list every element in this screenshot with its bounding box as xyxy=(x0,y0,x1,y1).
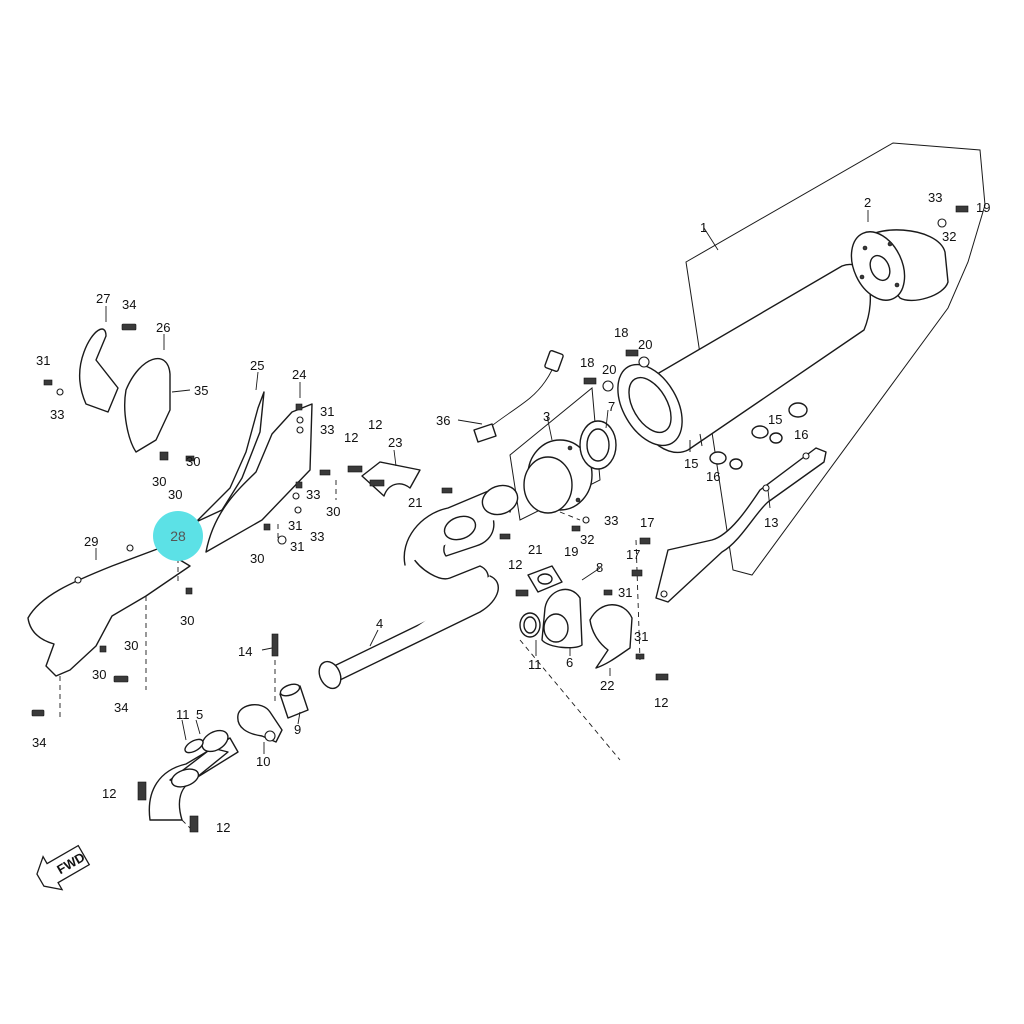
callout-31[interactable]: 31 xyxy=(618,585,632,600)
callout-6[interactable]: 6 xyxy=(566,655,573,670)
callout-30[interactable]: 30 xyxy=(168,487,182,502)
callout-30[interactable]: 30 xyxy=(124,638,138,653)
callout-33[interactable]: 33 xyxy=(928,190,942,205)
callout-4[interactable]: 4 xyxy=(376,616,383,631)
callout-24[interactable]: 24 xyxy=(292,367,306,382)
callout-22[interactable]: 22 xyxy=(600,678,614,693)
heat-shield-right-part[interactable] xyxy=(589,604,633,669)
header-pipe-part[interactable] xyxy=(315,481,522,692)
seal-ring-rear-part[interactable] xyxy=(183,737,205,756)
callout-12[interactable]: 12 xyxy=(654,695,668,710)
callout-16[interactable]: 16 xyxy=(706,469,720,484)
callout-33[interactable]: 33 xyxy=(604,513,618,528)
callout-36[interactable]: 36 xyxy=(436,413,450,428)
callout-9[interactable]: 9 xyxy=(294,722,301,737)
callout-18[interactable]: 18 xyxy=(614,325,628,340)
leader-lines xyxy=(95,210,869,754)
flange-part[interactable] xyxy=(541,588,583,649)
callout-32[interactable]: 32 xyxy=(580,532,594,547)
callout-11[interactable]: 11 xyxy=(176,707,190,722)
callout-33[interactable]: 33 xyxy=(310,529,324,544)
callout-29[interactable]: 29 xyxy=(84,534,98,549)
o2-sensor-part[interactable] xyxy=(473,350,564,443)
callout-33[interactable]: 33 xyxy=(320,422,334,437)
callout-12[interactable]: 12 xyxy=(102,786,116,801)
muffler-part[interactable] xyxy=(605,142,986,576)
callout-30[interactable]: 30 xyxy=(92,667,106,682)
callout-27[interactable]: 27 xyxy=(96,291,110,306)
callout-12[interactable]: 12 xyxy=(368,417,382,432)
callout-30[interactable]: 30 xyxy=(180,613,194,628)
heat-shield-guard-part[interactable] xyxy=(79,328,119,413)
heat-shield-upper-part[interactable] xyxy=(195,391,265,523)
end-cap-part[interactable] xyxy=(841,223,949,309)
callout-11[interactable]: 11 xyxy=(528,657,542,672)
callout-12[interactable]: 12 xyxy=(508,557,522,572)
callout-34[interactable]: 34 xyxy=(122,297,136,312)
callout-33[interactable]: 33 xyxy=(306,487,320,502)
flange-plate-part[interactable] xyxy=(527,565,563,593)
callout-20[interactable]: 20 xyxy=(638,337,652,352)
callout-34[interactable]: 34 xyxy=(32,735,46,750)
callout-17[interactable]: 17 xyxy=(626,547,640,562)
callout-7[interactable]: 7 xyxy=(608,399,615,414)
gasket-part[interactable] xyxy=(579,420,617,470)
callout-23[interactable]: 23 xyxy=(388,435,402,450)
highlighted-callout-28[interactable]: 28 xyxy=(153,511,203,561)
callout-17[interactable]: 17 xyxy=(640,515,654,530)
callout-31[interactable]: 31 xyxy=(36,353,50,368)
callout-20[interactable]: 20 xyxy=(602,362,616,377)
callout-25[interactable]: 25 xyxy=(250,358,264,373)
callout-35[interactable]: 35 xyxy=(194,383,208,398)
highlight-circle xyxy=(153,511,203,561)
connector-pipe-part[interactable] xyxy=(509,387,601,521)
callout-30[interactable]: 30 xyxy=(152,474,166,489)
callout-32[interactable]: 32 xyxy=(942,229,956,244)
callout-labels: 1 2 33 19 32 18 20 18 20 36 3 7 15 16 15… xyxy=(32,190,990,835)
callout-16[interactable]: 16 xyxy=(794,427,808,442)
callout-12[interactable]: 12 xyxy=(344,430,358,445)
callout-26[interactable]: 26 xyxy=(156,320,170,335)
callout-8[interactable]: 8 xyxy=(596,560,603,575)
callout-12[interactable]: 12 xyxy=(216,820,230,835)
callout-30[interactable]: 30 xyxy=(250,551,264,566)
muffler-bracket-part[interactable] xyxy=(655,447,827,603)
callout-21[interactable]: 21 xyxy=(528,542,542,557)
fasteners xyxy=(31,205,969,833)
heat-shield-lower-part[interactable] xyxy=(27,544,191,677)
heat-shield-cover-part[interactable] xyxy=(124,357,171,453)
callout-13[interactable]: 13 xyxy=(764,515,778,530)
sleeve-part[interactable] xyxy=(279,682,309,719)
fwd-direction-arrow: FWD xyxy=(36,844,91,891)
callout-5[interactable]: 5 xyxy=(196,707,203,722)
callout-30[interactable]: 30 xyxy=(326,504,340,519)
callout-15[interactable]: 15 xyxy=(768,412,782,427)
callout-31[interactable]: 31 xyxy=(320,404,334,419)
callout-19[interactable]: 19 xyxy=(976,200,990,215)
callout-14[interactable]: 14 xyxy=(238,644,252,659)
callout-10[interactable]: 10 xyxy=(256,754,270,769)
callout-1[interactable]: 1 xyxy=(700,220,707,235)
callout-31[interactable]: 31 xyxy=(634,629,648,644)
callout-15[interactable]: 15 xyxy=(684,456,698,471)
callout-28-label: 28 xyxy=(170,528,186,544)
heat-shield-mid-part[interactable] xyxy=(205,403,313,553)
callout-2[interactable]: 2 xyxy=(864,195,871,210)
rear-elbow-part[interactable] xyxy=(148,726,239,821)
callout-3[interactable]: 3 xyxy=(543,409,550,424)
callout-33[interactable]: 33 xyxy=(50,407,64,422)
heat-shield-small-part[interactable] xyxy=(361,461,421,497)
callout-31[interactable]: 31 xyxy=(288,518,302,533)
callout-19[interactable]: 19 xyxy=(564,544,578,559)
seal-ring-part[interactable] xyxy=(519,612,541,638)
callout-30[interactable]: 30 xyxy=(186,454,200,469)
callout-31[interactable]: 31 xyxy=(290,539,304,554)
clamp-part[interactable] xyxy=(237,704,283,743)
callout-34[interactable]: 34 xyxy=(114,700,128,715)
callout-18[interactable]: 18 xyxy=(580,355,594,370)
callout-21[interactable]: 21 xyxy=(408,495,422,510)
